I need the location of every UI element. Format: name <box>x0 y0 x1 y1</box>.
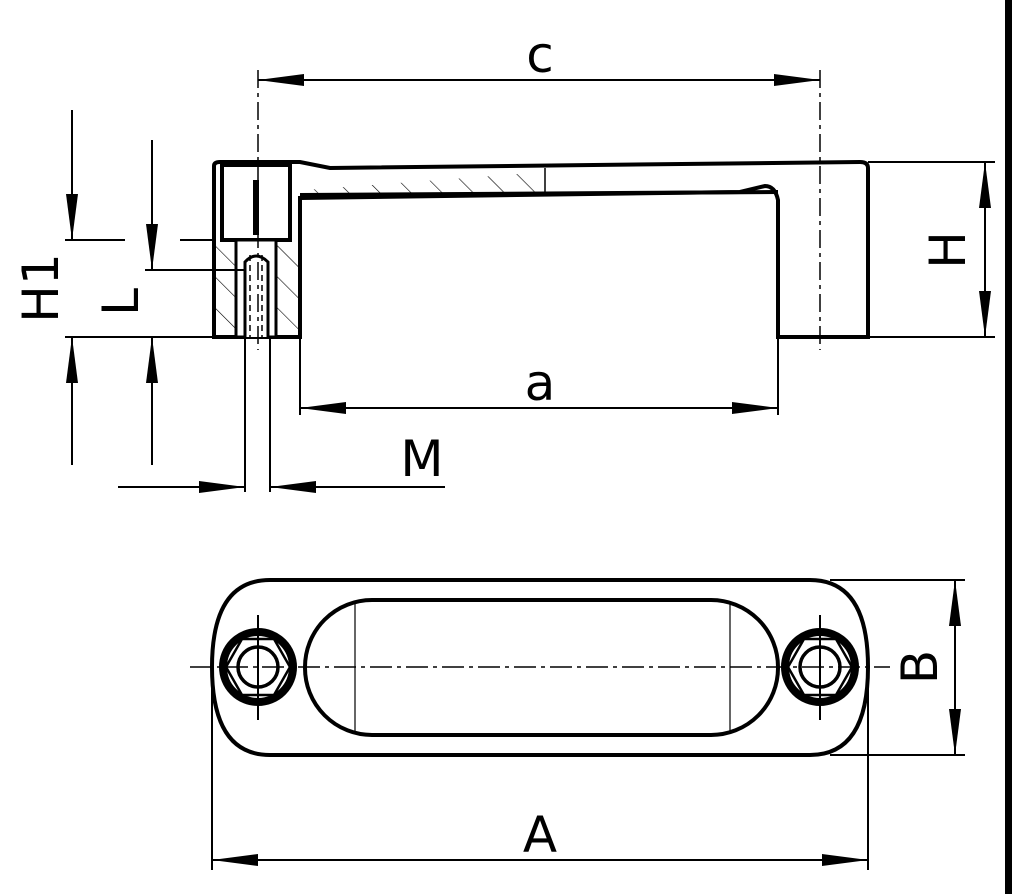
top-view <box>190 578 890 757</box>
label-H1: H1 <box>12 253 70 322</box>
dimension-B <box>830 579 965 756</box>
bolt-left <box>219 615 297 720</box>
label-a: a <box>525 354 556 412</box>
dimension-L <box>145 140 245 465</box>
dimension-a <box>299 337 779 415</box>
border-strip <box>1005 0 1012 894</box>
label-A: A <box>523 806 557 864</box>
label-c: c <box>526 26 554 84</box>
dimension-M <box>118 337 445 493</box>
dimension-H1 <box>65 110 214 465</box>
dimension-A <box>211 667 869 870</box>
label-H: H <box>919 231 977 269</box>
label-L: L <box>92 288 150 316</box>
side-view <box>212 70 870 350</box>
dimension-H <box>868 161 995 338</box>
label-M: M <box>400 430 443 488</box>
label-B: B <box>891 650 949 684</box>
bolt-right <box>781 615 859 720</box>
